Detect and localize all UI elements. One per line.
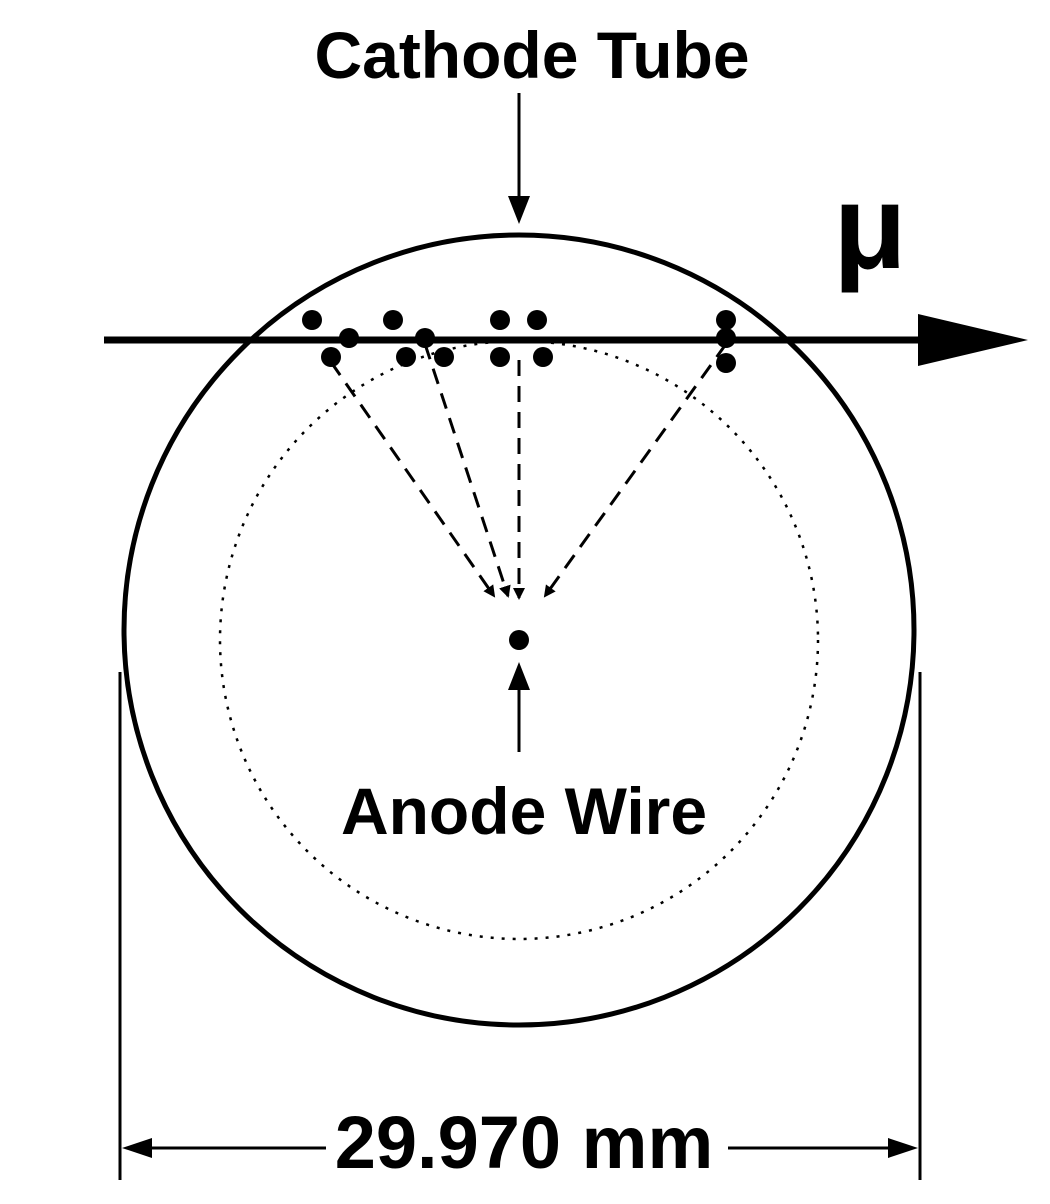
ionization-dot bbox=[533, 347, 553, 367]
ionization-dot bbox=[716, 328, 736, 348]
drift-path bbox=[329, 361, 496, 598]
anode-wire-dot bbox=[509, 630, 529, 650]
cathode-pointer-arrow bbox=[508, 93, 530, 224]
ionization-dot bbox=[716, 310, 736, 330]
anode-wire-label: Anode Wire bbox=[341, 774, 707, 848]
ionization-dot bbox=[490, 310, 510, 330]
ionization-dot bbox=[490, 347, 510, 367]
ionization-dot bbox=[321, 347, 341, 367]
ionization-dot bbox=[339, 328, 359, 348]
diameter-dimension bbox=[118, 672, 922, 1180]
anode-pointer-arrow bbox=[508, 662, 530, 752]
ionization-dot bbox=[716, 353, 736, 373]
drift-path bbox=[543, 343, 728, 598]
dimension-arrowhead-left bbox=[122, 1138, 152, 1158]
muon-track-arrow bbox=[104, 314, 1028, 366]
drift-paths bbox=[329, 343, 728, 600]
ionization-dot bbox=[396, 347, 416, 367]
ionization-dot bbox=[434, 347, 454, 367]
ionization-dot bbox=[383, 310, 403, 330]
ionization-dot bbox=[527, 310, 547, 330]
ionization-clusters bbox=[302, 310, 736, 373]
ionization-dot bbox=[415, 328, 435, 348]
ionization-dot bbox=[302, 310, 322, 330]
dimension-arrowhead-right bbox=[888, 1138, 918, 1158]
diameter-label: 29.970 mm bbox=[335, 1101, 714, 1184]
drift-path bbox=[423, 343, 511, 598]
cathode-tube-label: Cathode Tube bbox=[314, 18, 749, 92]
cathode-tube-circle bbox=[121, 232, 917, 1028]
muon-symbol: μ bbox=[833, 160, 906, 294]
